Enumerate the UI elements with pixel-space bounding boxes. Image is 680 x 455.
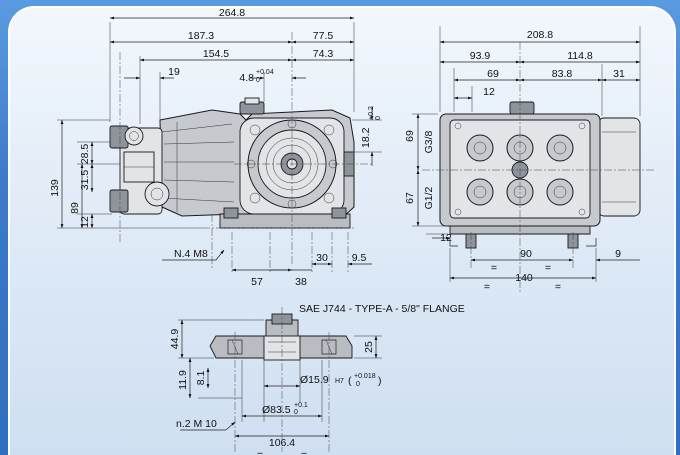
dim-lower-b: 8.1: [195, 371, 207, 386]
lower-port-thread: G1/2: [423, 186, 435, 209]
dim-flange-to-end: 77.5: [313, 30, 334, 42]
equal-mark: =: [257, 449, 263, 455]
drawing-panel: 264.8 187.3 77.5 154.5 74.3 19 4.8 +0.04…: [8, 6, 676, 455]
dim-pilot-tol-lower: 0: [294, 409, 298, 416]
dim-bolt-pitch: 106.4: [269, 437, 295, 449]
dim-key-height-tol-upper: +0.2: [368, 106, 375, 120]
dim-inlet-right: 83.8: [552, 68, 573, 80]
dim-foot-offset: 12: [440, 232, 452, 244]
flange-view: SAE J744 - TYPE-A - 5/8" FLANGE: [169, 303, 465, 455]
dim-key-height-tol-lower: 0: [375, 116, 382, 120]
dim-base-width: 140: [515, 272, 533, 284]
dim-shaft-dia: Ø15.9: [300, 374, 329, 386]
dim-mount-holes: N.4 M8: [174, 248, 208, 260]
dim-foot-edge: 9.5: [352, 252, 367, 264]
dim-shaft-tol-lower: 0: [356, 381, 360, 388]
dim-base-hole-pitch: 90: [520, 248, 532, 260]
dim-hole-pitch-b: 38: [295, 276, 307, 288]
dim-keyway: 4.8: [239, 72, 254, 84]
dim-left-to-axis: 93.9: [470, 50, 491, 62]
dim-port-lower: 31.5: [79, 170, 91, 191]
technical-drawing: 264.8 187.3 77.5 154.5 74.3 19 4.8 +0.04…: [49, 8, 654, 455]
dim-hole-pitch-a: 57: [251, 276, 263, 288]
dim-overall-width: 208.8: [527, 29, 553, 41]
dim-port-upper: 28.5: [79, 144, 91, 165]
dim-shaft-height: 89: [69, 202, 81, 214]
dim-shaft-tol-upper: +0.018: [354, 373, 376, 380]
dim-to-flange-face: 187.3: [188, 30, 214, 42]
dim-shaft-to-end: 74.3: [313, 48, 334, 60]
equal-mark: =: [555, 281, 561, 293]
dim-base-offset: 12: [79, 216, 91, 228]
dim-right-margin: 31: [613, 68, 625, 80]
dim-to-shaft-axis: 154.5: [203, 48, 229, 60]
dim-overall-height: 139: [49, 179, 61, 197]
dim-keyway-tol-lower: 0: [256, 77, 260, 84]
equal-mark: =: [545, 262, 551, 274]
dim-upper-port-height: 69: [404, 130, 416, 142]
dim-lower-a: 11.9: [177, 370, 189, 390]
equal-mark: =: [301, 449, 307, 455]
dim-bolt-holes: n.2 M 10: [176, 418, 217, 430]
dim-pilot-dia: Ø83.5: [262, 404, 291, 416]
flange-title: SAE J744 - TYPE-A - 5/8" FLANGE: [299, 303, 465, 315]
dim-shaft-fit: H7: [335, 378, 344, 385]
dim-foot-width: 30: [316, 252, 328, 264]
dim-lower-port-height: 67: [404, 192, 416, 204]
dim-flange-height: 44.9: [169, 329, 181, 350]
equal-mark: =: [484, 281, 490, 293]
dim-port-offset: 19: [168, 66, 180, 78]
dim-top-offset: 12: [483, 86, 495, 98]
paren-open: (: [348, 375, 352, 387]
dim-overall-length: 264.8: [219, 8, 245, 19]
dim-pilot-tol-upper: +0.1: [294, 402, 308, 409]
front-view: 208.8 93.9 114.8 69 83.8 31 12 69 67 G3/…: [404, 26, 654, 294]
dim-inlet-left: 69: [487, 68, 499, 80]
paren-close: ): [378, 375, 382, 387]
equal-mark: =: [491, 262, 497, 274]
dim-keyway-tol-upper: +0.04: [256, 69, 274, 76]
dim-key-height: 18.2: [360, 127, 372, 148]
dim-base-edge: 9: [615, 248, 621, 260]
dim-axis-to-right: 114.8: [567, 50, 593, 62]
upper-port-thread: G3/8: [423, 130, 435, 153]
dim-boss-height: 25: [363, 341, 375, 353]
side-view: 264.8 187.3 77.5 154.5 74.3 19 4.8 +0.04…: [49, 8, 382, 288]
